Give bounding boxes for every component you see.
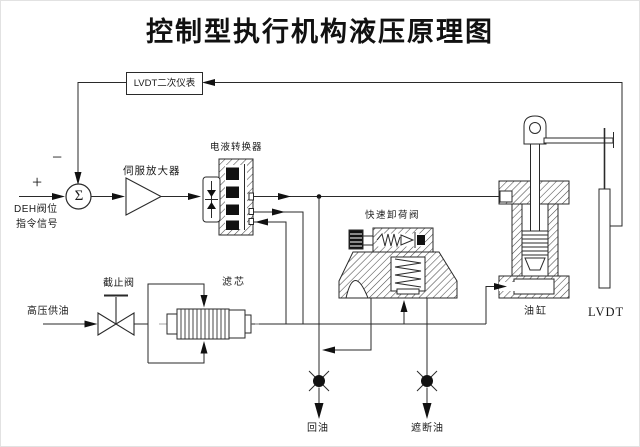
servo-amplifier-label: 伺服放大器 <box>123 165 181 177</box>
filter-label: 滤芯 <box>222 277 246 288</box>
quick-unload-valve-label: 快速卸荷阀 <box>365 210 421 221</box>
electro-hydraulic-converter-symbol <box>202 158 254 236</box>
hydraulic-lines <box>43 193 500 375</box>
minus-sign: − <box>52 147 63 167</box>
plus-sign: + <box>32 172 43 192</box>
quick-unload-valve-symbol <box>338 227 458 299</box>
page-title: 控制型执行机构液压原理图 <box>146 17 494 47</box>
return-oil-label: 回油 <box>307 423 329 434</box>
deh-signal-label-line1: DEH阀位 <box>14 204 58 215</box>
stop-valve-label: 截止阀 <box>103 278 135 289</box>
oil-cylinder-label: 油缸 <box>524 306 548 317</box>
hp-oil-supply-label: 高压供油 <box>27 306 69 317</box>
sigma-symbol: Σ <box>74 187 84 204</box>
deh-signal-label-line2: 指令信号 <box>16 219 58 230</box>
summing-junction <box>65 183 92 210</box>
electro-hydraulic-converter-label: 电液转换器 <box>210 142 263 153</box>
stop-valve-symbol <box>97 294 135 336</box>
servo-amplifier-symbol <box>125 177 163 216</box>
lvdt-label: LVDT <box>588 305 625 319</box>
lvdt-symbol <box>598 128 611 289</box>
oil-cylinder-symbol <box>494 115 614 299</box>
trip-oil-port <box>416 370 438 419</box>
lvdt-secondary-meter-box: LVDT二次仪表 <box>126 72 203 95</box>
return-oil-port <box>308 370 330 419</box>
trip-oil-label: 遮断油 <box>411 423 444 434</box>
filter-symbol <box>159 308 259 340</box>
feedback-signal-lines <box>19 79 623 227</box>
